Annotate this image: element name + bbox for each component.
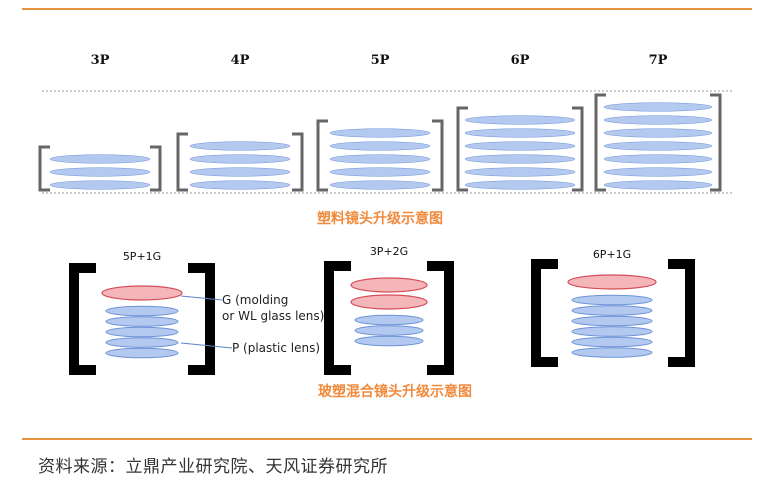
plastic-lens <box>105 316 179 327</box>
hybrid-upgrade-caption: 玻塑混合镜头升级示意图 <box>318 383 472 400</box>
glass-lens <box>350 277 428 293</box>
left-bracket <box>531 259 558 367</box>
plastic-annotation: P (plastic lens) <box>232 341 320 355</box>
plastic-lens <box>571 315 653 327</box>
plastic-lens <box>464 167 576 177</box>
plastic-lens <box>105 337 179 348</box>
right-bracket <box>188 263 215 375</box>
module-label: 5P <box>371 53 390 68</box>
plastic-module-6p: 6P <box>456 53 584 192</box>
plastic-lens <box>354 335 424 347</box>
module-label: 5P+1G <box>123 250 161 263</box>
plastic-lens <box>189 180 291 190</box>
left-bracket <box>324 261 351 375</box>
module-label: 4P <box>231 53 250 68</box>
right-bracket <box>150 145 162 192</box>
right-bracket <box>432 119 444 192</box>
module-label: 6P <box>511 53 530 68</box>
left-bracket <box>38 145 50 192</box>
plastic-lens <box>464 128 576 138</box>
plastic-lens <box>571 336 653 348</box>
plastic-lens <box>189 167 291 177</box>
plastic-lens <box>603 180 713 190</box>
top-divider <box>22 8 752 10</box>
glass-lens <box>567 274 657 290</box>
plastic-lens <box>464 180 576 190</box>
plastic-lens <box>189 141 291 151</box>
plastic-lens <box>329 154 431 164</box>
plastic-lens <box>105 347 179 359</box>
plastic-lens <box>603 115 713 125</box>
glass-lens <box>101 285 183 301</box>
module-label: 6P+1G <box>593 248 631 261</box>
glass-annotation-line1: G (molding <box>222 293 288 307</box>
plastic-lens <box>603 141 713 151</box>
left-bracket <box>456 106 468 192</box>
plastic-lens <box>464 141 576 151</box>
plastic-lens <box>329 128 431 138</box>
module-label: 7P <box>649 53 668 68</box>
plastic-module-3p: 3P <box>38 53 162 192</box>
plastic-lens <box>603 154 713 164</box>
plastic-lens <box>603 128 713 138</box>
plastic-lens <box>603 102 713 112</box>
plastic-lens <box>571 326 653 337</box>
plastic-module-5p: 5P <box>316 53 444 192</box>
plastic-lens <box>464 154 576 164</box>
glass-pointer-line <box>180 295 223 301</box>
glass-annotation-line2: or WL glass lens) <box>222 309 324 323</box>
plastic-lens <box>105 326 179 338</box>
plastic-lens <box>464 115 576 125</box>
right-bracket <box>710 93 722 192</box>
plastic-lens <box>329 141 431 151</box>
left-bracket <box>316 119 328 192</box>
hybrid-module-6p-1g: 6P+1G <box>531 248 695 367</box>
plastic-lens <box>105 305 179 317</box>
module-label: 3P <box>91 53 110 68</box>
right-bracket <box>572 106 584 192</box>
plastic-upgrade-caption: 塑料镜头升级示意图 <box>317 210 443 227</box>
right-bracket <box>668 259 695 367</box>
plastic-lens <box>329 167 431 177</box>
left-bracket <box>176 132 188 192</box>
plastic-lens <box>603 167 713 177</box>
left-bracket <box>594 93 606 192</box>
module-label: 3P+2G <box>370 245 408 258</box>
bottom-divider <box>22 438 752 440</box>
plastic-lens <box>49 154 151 164</box>
hybrid-module-3p-2g: 3P+2G <box>324 245 454 375</box>
plastic-module-4p: 4P <box>176 53 304 192</box>
hybrid-module-5p-1g: 5P+1G <box>69 250 215 375</box>
plastic-lens <box>189 154 291 164</box>
plastic-pointer-line <box>180 342 233 349</box>
plastic-lens <box>571 294 653 306</box>
plastic-lens <box>571 347 653 358</box>
source-note: 资料来源：立鼎产业研究院、天风证券研究所 <box>38 457 388 477</box>
lens-upgrade-diagram: 3P 4P 5P 6P 7P 塑料镜头升级示意图 5P+1G 3P+2G 6P+1G G (… <box>38 53 734 400</box>
plastic-lens <box>354 325 424 336</box>
right-bracket <box>292 132 304 192</box>
right-bracket <box>427 261 454 375</box>
left-bracket <box>69 263 96 375</box>
plastic-lens <box>49 167 151 177</box>
plastic-lens <box>49 180 151 190</box>
glass-lens <box>350 294 428 310</box>
plastic-module-7p: 7P <box>594 53 722 192</box>
plastic-lens <box>354 314 424 326</box>
plastic-lens <box>571 305 653 316</box>
plastic-lens <box>329 180 431 190</box>
